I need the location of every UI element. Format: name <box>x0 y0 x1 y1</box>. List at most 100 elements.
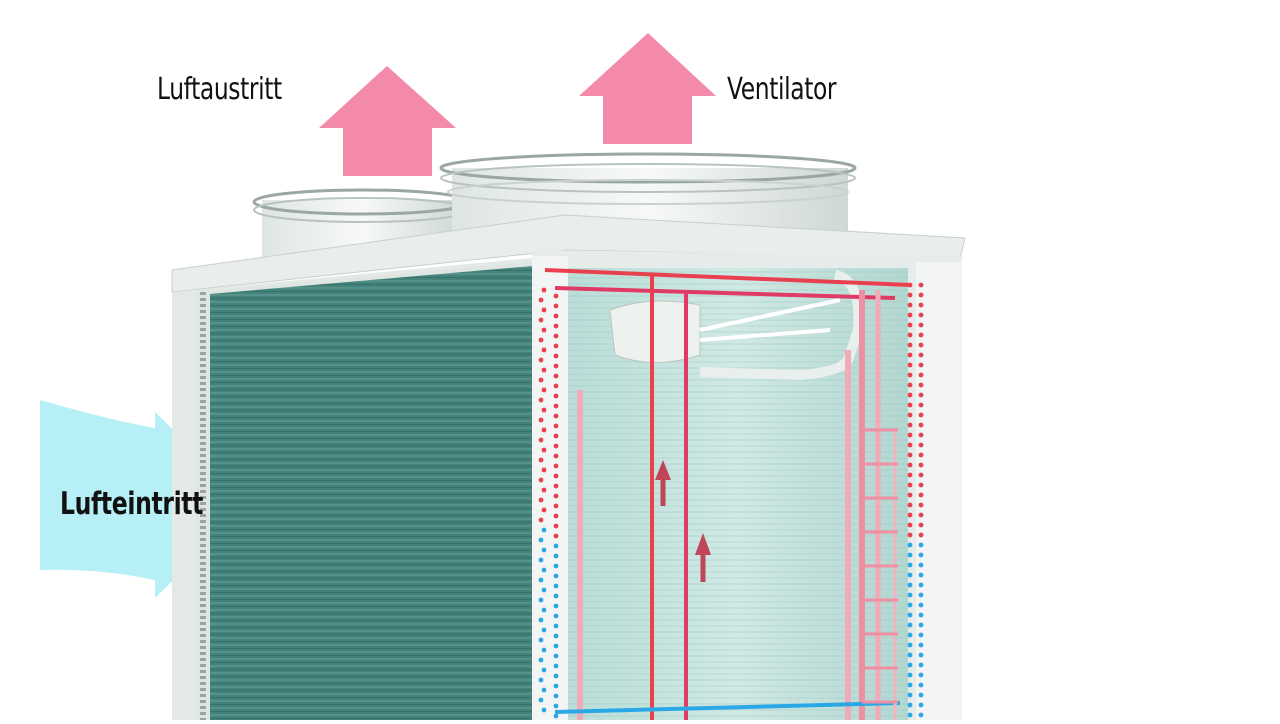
tube-dot <box>918 312 924 318</box>
tube-dot <box>553 363 559 369</box>
tube-dot <box>918 302 924 308</box>
tube-dot <box>907 472 913 478</box>
tube-dot <box>907 322 913 328</box>
tube-dot <box>541 667 547 673</box>
tube-dot <box>553 413 559 419</box>
tube-dot <box>907 582 913 588</box>
tube-dot <box>918 642 924 648</box>
tube-dot <box>918 462 924 468</box>
tube-dot <box>553 463 559 469</box>
tube-dot <box>907 572 913 578</box>
tube-dot <box>918 572 924 578</box>
tube-dot <box>538 657 544 663</box>
tube-dot <box>918 692 924 698</box>
tube-dot <box>907 702 913 708</box>
tube-dot <box>538 557 544 563</box>
tube-dot <box>553 683 559 689</box>
tube-dot <box>918 402 924 408</box>
tube-dot <box>907 392 913 398</box>
tube-dot <box>907 302 913 308</box>
tube-dot <box>541 627 547 633</box>
tube-dot <box>918 452 924 458</box>
tube-dot <box>918 502 924 508</box>
tube-dot <box>918 442 924 448</box>
tube-dot <box>907 622 913 628</box>
tube-dot <box>907 672 913 678</box>
tube-dot <box>918 702 924 708</box>
refrigerant-pipes <box>544 268 911 720</box>
tube-dot <box>907 602 913 608</box>
tube-dot <box>907 562 913 568</box>
tube-dot <box>907 542 913 548</box>
tube-dot <box>553 293 559 299</box>
tube-dot <box>918 482 924 488</box>
tube-dot <box>907 452 913 458</box>
tube-dot <box>918 542 924 548</box>
tube-dot <box>907 402 913 408</box>
tube-dot <box>553 453 559 459</box>
tube-dot <box>541 527 547 533</box>
tube-dot <box>538 597 544 603</box>
tube-dot <box>907 372 913 378</box>
tube-dot <box>541 647 547 653</box>
tube-dot <box>907 382 913 388</box>
tube-dot <box>553 573 559 579</box>
tube-dot <box>907 532 913 538</box>
tube-dot <box>918 622 924 628</box>
tube-dot <box>907 502 913 508</box>
tube-dot <box>553 393 559 399</box>
tube-dot <box>541 407 547 413</box>
tube-dot <box>538 637 544 643</box>
tube-dot <box>553 483 559 489</box>
tube-dot <box>918 472 924 478</box>
tube-dot <box>907 592 913 598</box>
tube-dot <box>541 547 547 553</box>
tube-dot <box>538 577 544 583</box>
tube-dot <box>538 477 544 483</box>
tube-dot <box>553 473 559 479</box>
air-outlet-label: Luftaustritt <box>157 72 282 107</box>
tube-dot <box>553 343 559 349</box>
tube-dot <box>907 652 913 658</box>
tube-dot <box>553 493 559 499</box>
tube-dot <box>907 352 913 358</box>
tube-dot <box>907 332 913 338</box>
coil-tube-rows <box>538 282 924 719</box>
tube-dot <box>918 412 924 418</box>
fan-label: Ventilator <box>727 72 837 107</box>
tube-dot <box>918 532 924 538</box>
tube-dot <box>541 467 547 473</box>
tube-dot <box>907 462 913 468</box>
tube-dot <box>538 537 544 543</box>
tube-dot <box>553 673 559 679</box>
tube-dot <box>541 347 547 353</box>
tube-dot <box>907 552 913 558</box>
tube-dot <box>907 412 913 418</box>
flow-arrow-2 <box>695 533 711 582</box>
tube-dot <box>538 337 544 343</box>
tube-dot <box>918 612 924 618</box>
tube-dot <box>553 323 559 329</box>
tube-dot <box>918 322 924 328</box>
tube-dot <box>538 377 544 383</box>
tube-dot <box>918 682 924 688</box>
tube-dot <box>541 387 547 393</box>
tube-dot <box>907 362 913 368</box>
tube-dot <box>553 383 559 389</box>
tube-dot <box>918 552 924 558</box>
tube-dot <box>907 522 913 528</box>
tube-dot <box>538 617 544 623</box>
tube-dot <box>553 583 559 589</box>
tube-dot <box>553 623 559 629</box>
tube-dot <box>538 497 544 503</box>
tube-dot <box>553 443 559 449</box>
tube-dot <box>553 353 559 359</box>
tube-dot <box>553 713 559 719</box>
tube-dot <box>538 317 544 323</box>
tube-dot <box>918 332 924 338</box>
tube-dot <box>918 672 924 678</box>
tube-dot <box>553 423 559 429</box>
tube-dot <box>553 703 559 709</box>
tube-dot <box>918 392 924 398</box>
